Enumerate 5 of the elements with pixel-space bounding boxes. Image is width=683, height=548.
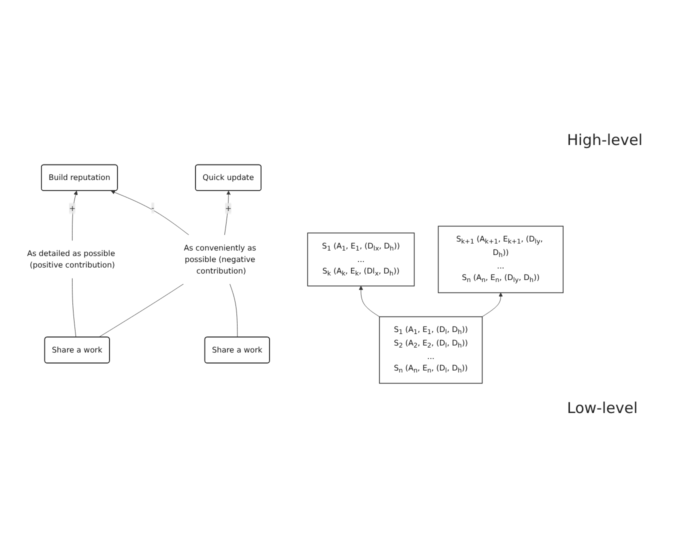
level-label: Low-level xyxy=(567,399,639,417)
level-label: High-level xyxy=(567,131,644,149)
connector xyxy=(98,284,184,338)
connector xyxy=(230,284,238,338)
connector xyxy=(72,278,76,338)
